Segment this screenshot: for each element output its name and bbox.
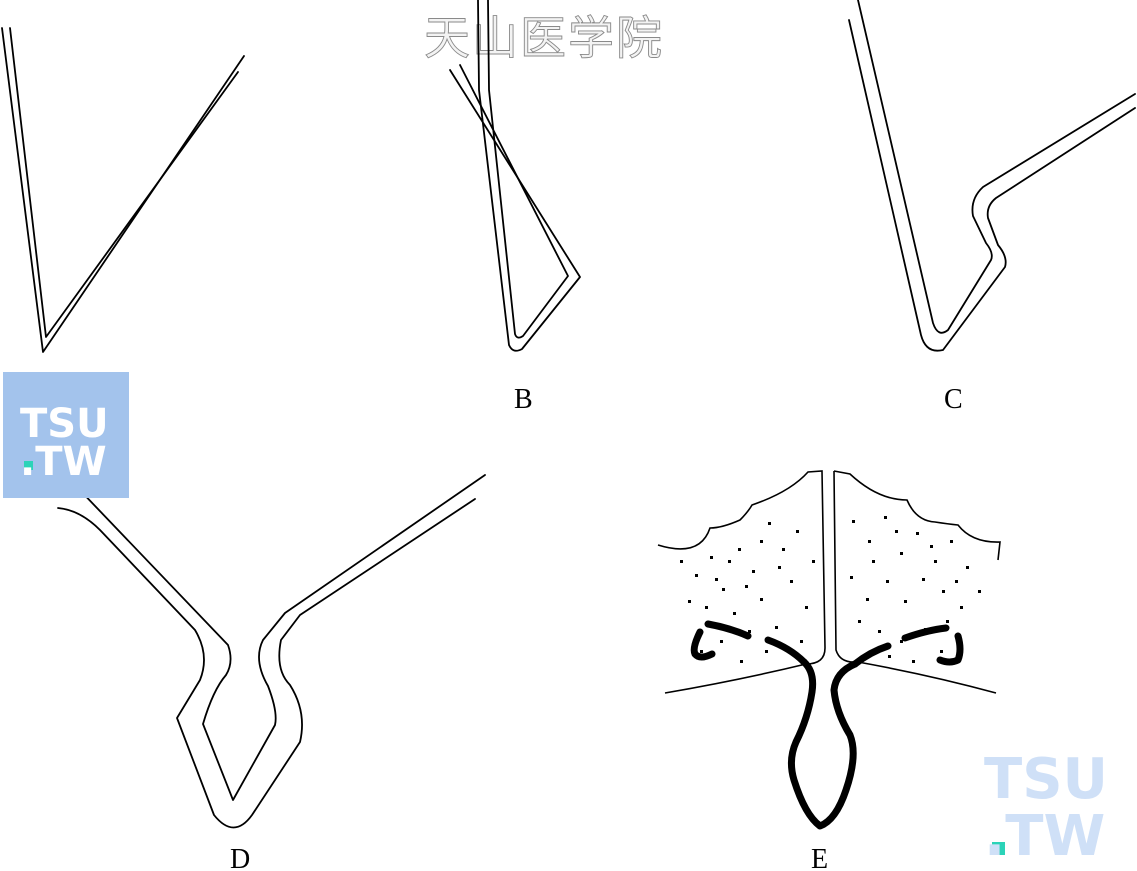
panel-e-figure	[657, 470, 1001, 830]
tsu-corner-line2: .TW	[984, 804, 1105, 869]
tsu-logo-line1: TSU	[20, 401, 109, 447]
panel-c-label: C	[944, 384, 963, 415]
tsu-corner-line1: TSU	[984, 747, 1108, 812]
panel-c-figure	[848, 0, 1136, 352]
panel-d-label: D	[230, 844, 250, 871]
watermark-title: 天山医学院	[424, 11, 664, 65]
tsu-logo-box: TSU .TW	[3, 372, 129, 498]
tsu-logo-corner: TSU .TW	[984, 747, 1108, 869]
panel-e-label: E	[811, 844, 828, 871]
panel-b-label: B	[514, 384, 533, 415]
stipple-dots	[680, 516, 981, 663]
tsu-logo-line2: .TW	[20, 439, 107, 485]
panel-b-figure	[449, 0, 581, 352]
panel-d-figure	[57, 474, 486, 829]
panel-a-figure	[1, 27, 245, 353]
